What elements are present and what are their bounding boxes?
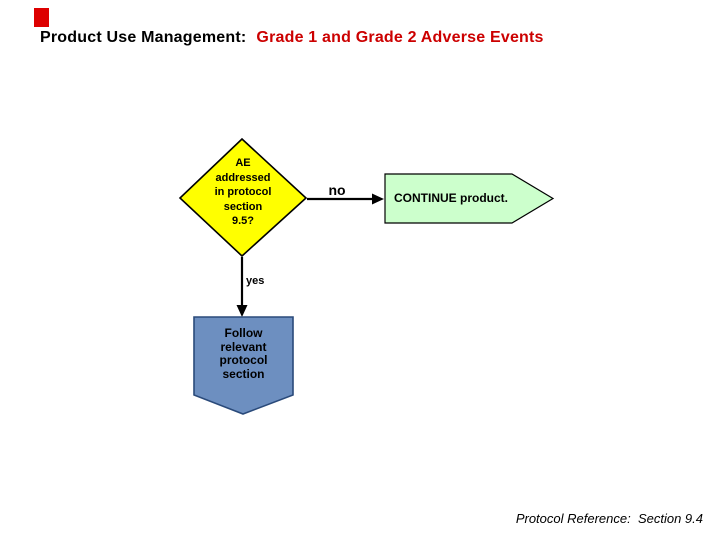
yes-branch-label: yes xyxy=(246,275,265,287)
yes-connector-arrowhead-icon xyxy=(236,305,248,317)
follow-node-text: Follow relevant protocol section xyxy=(219,326,268,381)
continue-node-text: CONTINUE product. xyxy=(394,191,508,205)
slide-title-red: Grade 1 and Grade 2 Adverse Events xyxy=(256,29,544,46)
follow-pentagon-shape xyxy=(193,316,294,415)
red-accent-mark xyxy=(34,8,49,27)
slide-title: Product Use Management: Grade 1 and Grade… xyxy=(40,29,544,47)
no-connector-arrowhead-icon xyxy=(372,193,384,205)
protocol-reference-text: Protocol Reference: Section 9.4 xyxy=(515,511,703,526)
slide-title-black: Product Use Management: xyxy=(40,29,247,46)
decision-node-text: AE addressed in protocol section 9.5? xyxy=(214,157,272,227)
decision-diamond-shape xyxy=(178,137,308,258)
continue-pentagon-shape xyxy=(384,173,555,224)
no-branch-label: no xyxy=(328,182,346,198)
